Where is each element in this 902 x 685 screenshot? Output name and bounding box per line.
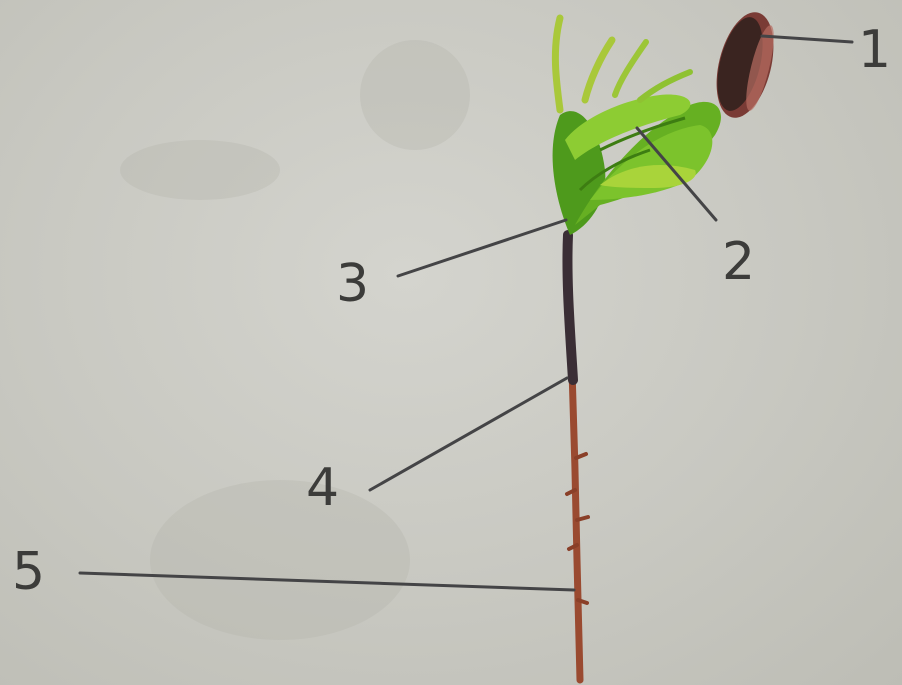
leader-lines <box>78 34 854 592</box>
background-shadow <box>360 40 470 150</box>
hypocotyl <box>562 230 578 385</box>
background-shadow <box>120 140 280 200</box>
label-1: 1 <box>858 20 892 80</box>
leader-line-2 <box>635 126 718 222</box>
leader-line-4 <box>368 376 569 492</box>
leader-line-1 <box>760 34 854 44</box>
label-5: 5 <box>12 542 46 602</box>
label-4: 4 <box>306 458 340 518</box>
label-3: 3 <box>336 254 370 314</box>
label-2: 2 <box>722 232 756 292</box>
root <box>568 366 584 684</box>
seed-coat <box>716 12 774 118</box>
leader-line-5 <box>78 571 576 592</box>
leader-line-3 <box>396 218 568 278</box>
background-shadow <box>150 480 410 640</box>
leaves <box>551 14 721 235</box>
root-hairs <box>565 452 590 605</box>
